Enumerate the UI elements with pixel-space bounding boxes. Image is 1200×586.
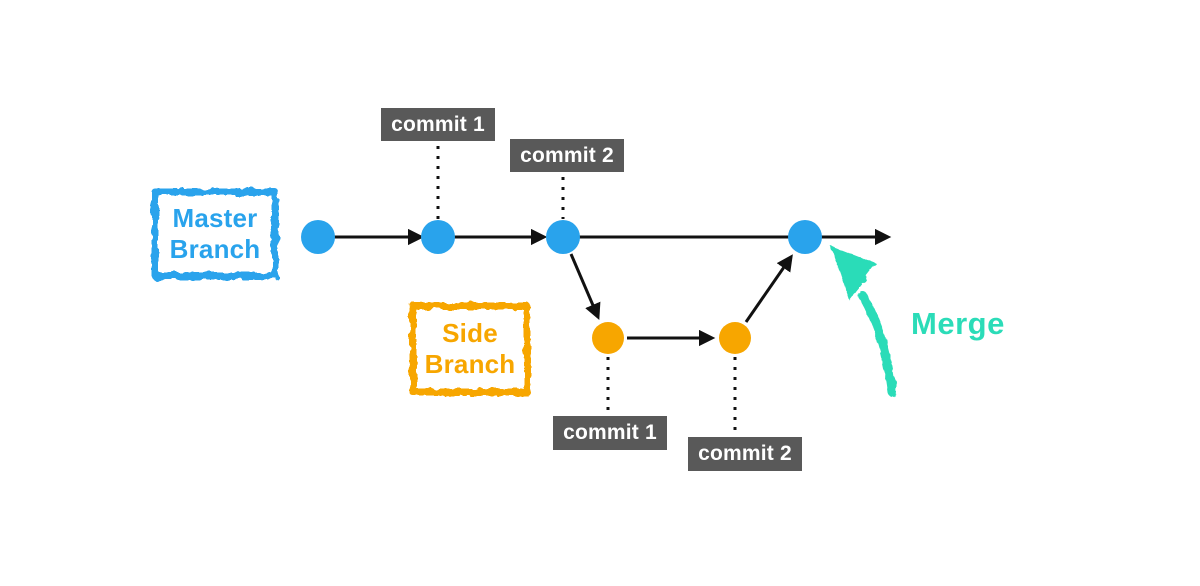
master-branch-label: Master Branch	[169, 202, 261, 264]
merge-label: Merge	[911, 306, 1005, 341]
side-commit-label-2: commit 2	[688, 437, 802, 471]
merge-in-arrow	[744, 254, 793, 323]
side-commit-node-1	[592, 322, 624, 354]
master-commit-node-4	[788, 220, 822, 254]
master-commit-label-1: commit 1	[381, 108, 495, 141]
side-branch-label: Side Branch	[424, 317, 516, 379]
side-branch-box	[409, 302, 531, 396]
side-commit-label-1: commit 1	[553, 416, 667, 450]
master-commit-label-2: commit 2	[510, 139, 624, 172]
master-commit-node-3	[546, 220, 580, 254]
master-branch-box	[151, 188, 279, 280]
side-commit-node-2	[719, 322, 751, 354]
merge-arrow	[831, 246, 897, 397]
master-commit-node-2	[421, 220, 455, 254]
master-commit-node-1	[301, 220, 335, 254]
branch-out-arrow	[569, 253, 601, 321]
